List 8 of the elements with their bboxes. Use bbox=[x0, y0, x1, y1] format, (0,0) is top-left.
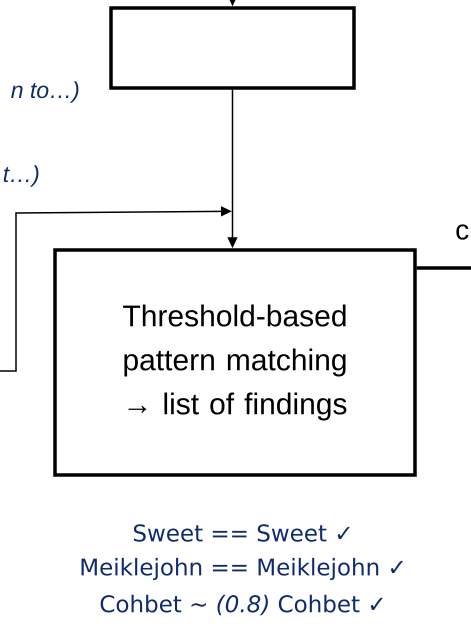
process-box: Threshold-based pattern matching → list of findings bbox=[53, 248, 417, 477]
note-text: n to…) bbox=[11, 81, 78, 103]
match-result: Sweet == Sweet ✓ bbox=[134, 524, 350, 542]
process-box bbox=[109, 6, 356, 90]
note-text: t…) bbox=[4, 165, 38, 187]
match-result: Meiklejohn == Meiklejohn ✓ bbox=[82, 558, 403, 580]
match-result: Cohbet ~ (0.8) Cohbet ✓ bbox=[100, 594, 383, 616]
label-text: c bbox=[456, 224, 468, 240]
